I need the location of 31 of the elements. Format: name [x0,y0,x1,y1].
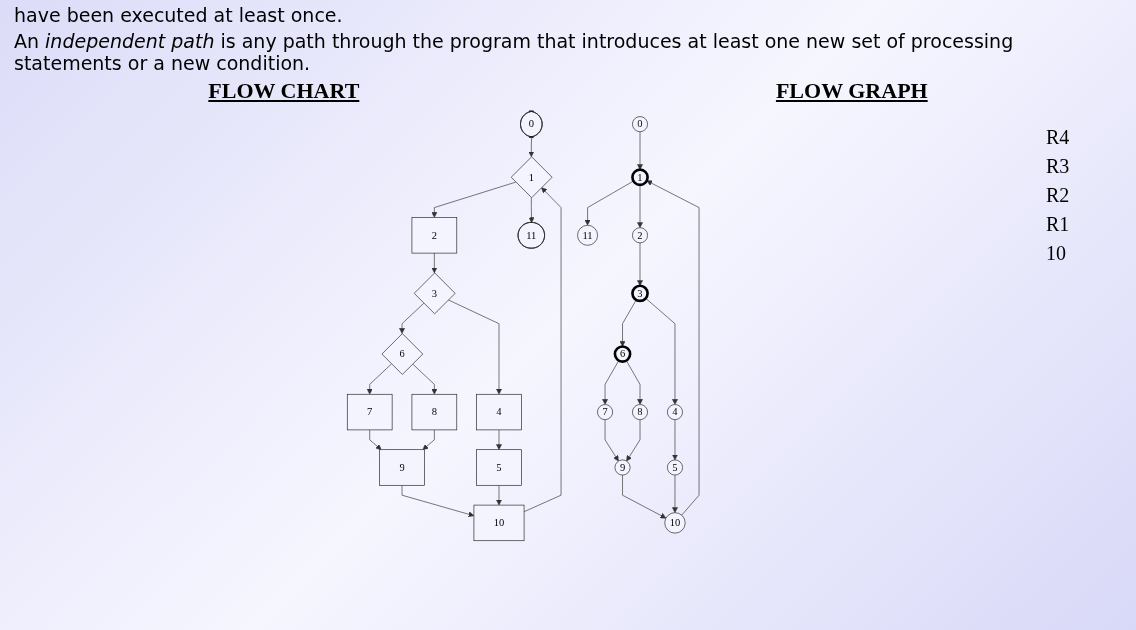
region-label: R3 [1046,155,1071,178]
chart-heading: FLOW CHART [208,78,360,104]
node-circle: 7 [596,404,613,420]
node-box: 10 [473,504,525,542]
node-circle: 10 [664,512,686,534]
node-circle: 8 [631,404,648,420]
region-label: R2 [1046,184,1071,207]
node-box: 8 [411,393,457,431]
node-box: 2 [411,217,457,254]
page-number: 10 [1046,242,1067,265]
node-circle: 5 [666,459,683,476]
node-box: 7 [346,393,393,431]
node-circle: 6 [613,345,632,363]
region-label: R1 [1046,213,1071,236]
node-circle: 4 [666,404,683,420]
node-box: 4 [476,393,522,431]
node-circle: 3 [630,284,649,303]
node-box: 9 [379,449,425,486]
node-box: 5 [476,449,522,486]
node-diamond: 1 [510,156,553,199]
node-circle: 1 [630,168,649,187]
node-diamond: 6 [381,333,423,375]
region-label: R4 [1046,126,1071,149]
body-text: have been executed at least once. [14,4,343,26]
definition-text: An independent path is any path through the program that introduces at least one new set of processing statements or a new condition. [14,30,1015,74]
node-diamond: 3 [413,272,456,315]
node-circle: 11 [577,224,598,246]
node-circle: 2 [631,227,648,244]
node-circle: 0 [631,116,648,133]
node-circle: 9 [614,459,631,476]
chart-heading: FLOW GRAPH [775,78,928,104]
